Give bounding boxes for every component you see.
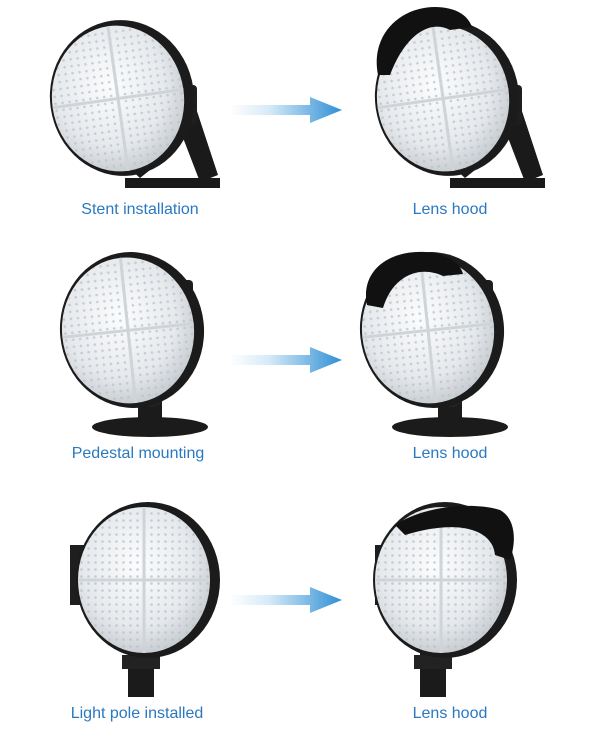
caption-lens-hood-3: Lens hood	[412, 705, 488, 722]
lens-hood-icon	[371, 500, 519, 697]
caption-lens-hood-2: Lens hood	[412, 445, 488, 462]
arrow-right-icon	[230, 587, 342, 613]
floodlight-icon	[50, 243, 214, 437]
lens-hood-icon	[363, 7, 545, 188]
lens-hood-icon	[350, 243, 514, 437]
caption-pedestal-mounting: Pedestal mounting	[71, 445, 205, 462]
caption-stent-installation: Stent installation	[81, 201, 199, 218]
caption-lens-hood-1: Lens hood	[412, 201, 488, 218]
floodlight-icon	[70, 500, 222, 697]
arrow-right-icon	[230, 97, 342, 123]
arrow-right-icon	[230, 347, 342, 373]
floodlight-icon	[38, 9, 220, 188]
caption-light-pole-installed: Light pole installed	[70, 705, 204, 722]
